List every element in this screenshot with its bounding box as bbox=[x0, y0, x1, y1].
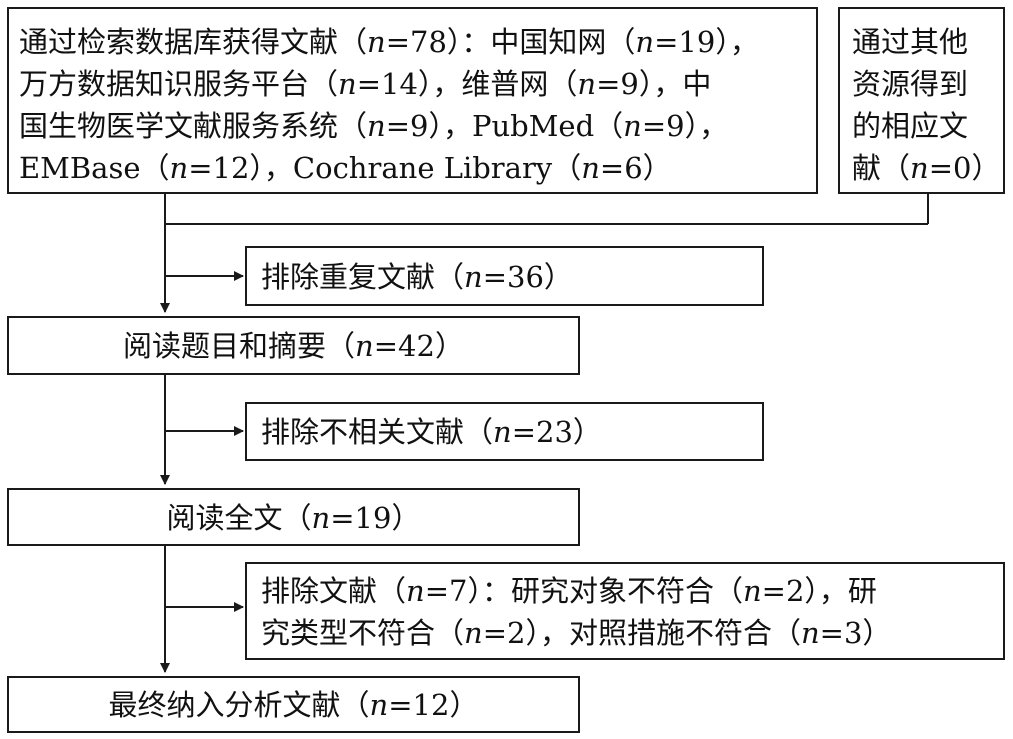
exclude-irrelevant-text: 排除不相关文献（n=23） bbox=[261, 415, 602, 449]
other-sources-line-3: 的相应文 bbox=[852, 109, 969, 143]
database-search-line-3: 国生物医学文献服务系统（n=9），PubMed（n=9）， bbox=[19, 109, 729, 143]
exclude-fulltext-line-2: 究类型不符合（n=2），对照措施不符合（n=3） bbox=[261, 616, 892, 650]
final-included-box: 最终纳入分析文献（n=12） bbox=[7, 676, 580, 733]
other-sources-box: 通过其他 资源得到 的相应文 献（n=0） bbox=[838, 7, 1005, 194]
exclude-fulltext-box: 排除文献（n=7）：研究对象不符合（n=2），研 究类型不符合（n=2），对照措… bbox=[245, 562, 1005, 660]
other-sources-line-2: 资源得到 bbox=[852, 67, 969, 101]
exclude-irrelevant-box: 排除不相关文献（n=23） bbox=[245, 402, 764, 461]
database-search-box: 通过检索数据库获得文献（n=78）：中国知网（n=19）， 万方数据知识服务平台… bbox=[7, 7, 818, 194]
read-fulltext-box: 阅读全文（n=19） bbox=[7, 488, 580, 546]
read-title-abstract-box: 阅读题目和摘要（n=42） bbox=[7, 316, 580, 375]
read-fulltext-text: 阅读全文（n=19） bbox=[166, 501, 421, 535]
database-search-line-4: EMBase（n=12），Cochrane Library（n=6） bbox=[19, 151, 672, 185]
final-included-text: 最终纳入分析文献（n=12） bbox=[108, 688, 479, 722]
read-title-abstract-text: 阅读题目和摘要（n=42） bbox=[123, 329, 464, 363]
exclude-fulltext-line-1: 排除文献（n=7）：研究对象不符合（n=2），研 bbox=[261, 574, 877, 608]
database-search-line-1: 通过检索数据库获得文献（n=78）：中国知网（n=19）， bbox=[19, 25, 759, 59]
other-sources-line-4: 献（n=0） bbox=[852, 151, 1001, 185]
exclude-duplicates-box: 排除重复文献（n=36） bbox=[245, 246, 764, 306]
exclude-duplicates-text: 排除重复文献（n=36） bbox=[261, 260, 573, 294]
other-sources-line-1: 通过其他 bbox=[852, 25, 969, 59]
database-search-line-2: 万方数据知识服务平台（n=14），维普网（n=9），中 bbox=[19, 67, 712, 101]
